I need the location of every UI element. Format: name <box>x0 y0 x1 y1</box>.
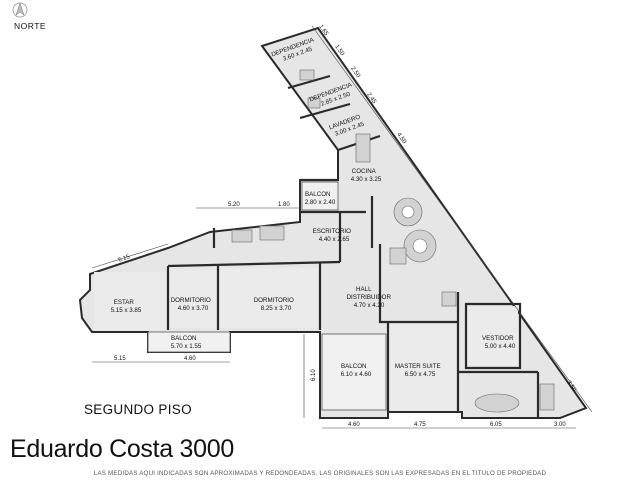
dim-6-10: 6.10 <box>311 369 317 381</box>
room-cocina: COCINA 4.30 x 3.25 <box>351 160 382 183</box>
north-compass-icon <box>12 2 28 18</box>
dimension-lines <box>91 25 593 429</box>
dim-2-45: 2.45 <box>365 92 377 106</box>
dim-1-50: 1.50 <box>333 44 345 58</box>
dim-3-00: 3.00 <box>554 422 566 428</box>
room-escritorio: ESCRITORIO 4.40 x 2.65 <box>313 220 356 243</box>
address-title: Eduardo Costa 3000 <box>10 435 234 463</box>
fixtures <box>231 69 555 413</box>
room-dormitorio-2: DORMITORIO 8.25 x 3.70 <box>254 289 299 312</box>
room-dormitorio-1: DORMITORIO 4.60 x 3.70 <box>171 289 216 312</box>
room-balcon-dormitorio: BALCON 5.70 x 1.55 <box>171 327 202 350</box>
room-hall-distribuidor: HALL DISTRIBUIDOR 4.70 x 4.20 <box>347 278 396 309</box>
dim-5-15: 5.15 <box>114 356 126 362</box>
dim-1-80: 1.80 <box>278 202 290 208</box>
floor-title: SEGUNDO PISO <box>84 402 192 417</box>
room-master-suite: MASTER SUITE 6.50 x 4.75 <box>395 355 445 378</box>
room-vestidor: VESTIDOR 5.00 x 4.40 <box>482 327 518 350</box>
dimension-labels: 1.65 1.50 2.50 2.45 4.50 5.20 1.80 6.15 … <box>114 24 577 428</box>
dim-3-50: 3.50 <box>565 380 577 394</box>
dim-6-15: 6.15 <box>118 254 132 264</box>
dim-5-20: 5.20 <box>228 202 240 208</box>
room-fills <box>94 268 518 410</box>
north-label: NORTE <box>14 21 47 31</box>
dim-6-05: 6.05 <box>490 422 502 428</box>
interior-walls <box>166 74 540 418</box>
dim-1-65: 1.65 <box>317 24 329 38</box>
room-balcon-sur: BALCON 6.10 x 4.60 <box>341 355 372 378</box>
dim-4-50: 4.50 <box>395 132 407 146</box>
room-balcon-cocina: BALCON 2.80 x 2.40 <box>305 183 336 206</box>
balconies <box>147 181 387 411</box>
disclaimer-text: LAS MEDIDAS AQUI INDICADAS SON APROXIMAD… <box>93 470 547 477</box>
dim-4-60-bottom: 4.60 <box>348 422 360 428</box>
dim-4-75: 4.75 <box>414 422 426 428</box>
room-estar: ESTAR 5.15 x 3.85 <box>111 291 142 314</box>
room-labels: DEPENDENCIA 3.60 x 2.45 DEPENDENCIA 2.85… <box>111 36 518 378</box>
dim-2-50: 2.50 <box>349 66 361 80</box>
dim-4-60-left: 4.60 <box>184 356 196 362</box>
